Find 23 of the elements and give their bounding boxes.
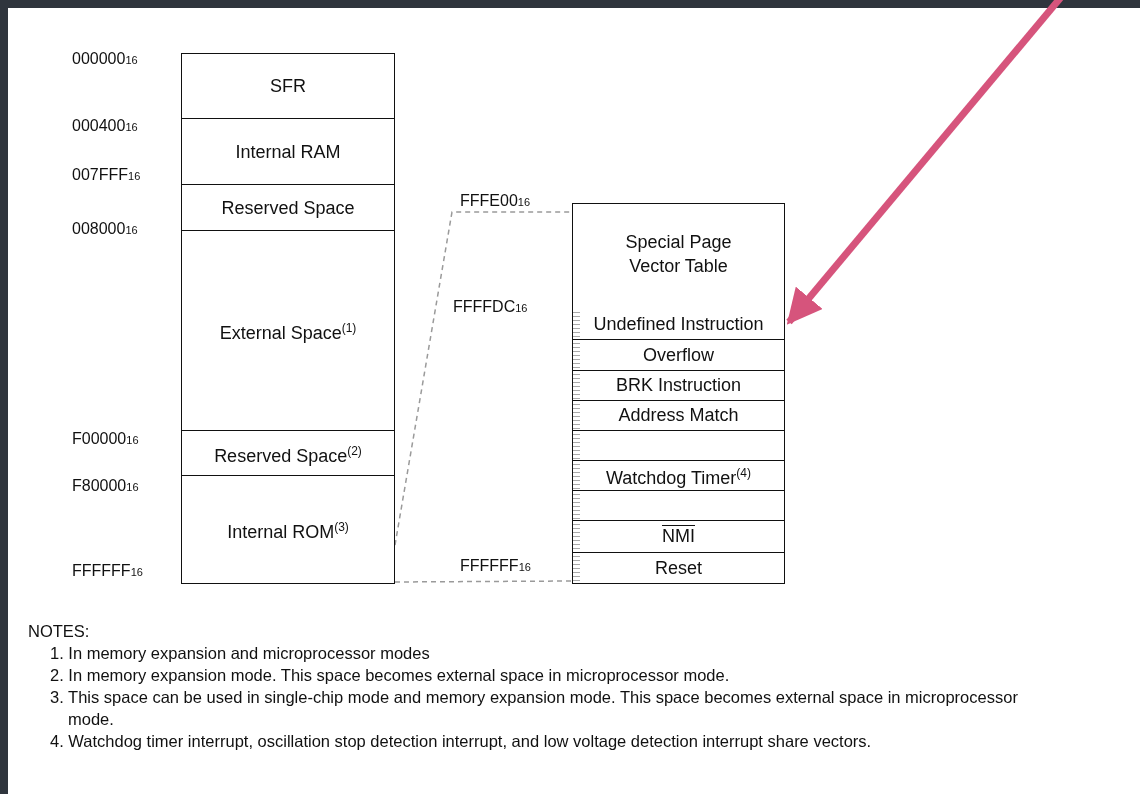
memory-region: External Space$^{(1)}$ <box>181 230 395 431</box>
note-text: 3. This space can be used in single-chip mode and memory expansion mode. This space becomes external space in microprocessor mode. <box>50 687 1019 730</box>
memory-region: Reserved Space <box>181 184 395 231</box>
memory-region: Special Page Vector Table <box>572 203 785 310</box>
memory-region: Internal ROM$^{(3)}$ <box>181 475 395 584</box>
zoom-line <box>394 580 573 583</box>
memory-region: Overflow <box>572 339 785 371</box>
memory-region <box>572 490 785 521</box>
memory-region: Watchdog Timer$^{(4)}$ <box>572 460 785 491</box>
notes-heading: NOTES: <box>28 621 91 642</box>
memory-region: SFR <box>181 53 395 119</box>
memory-region: Reset <box>572 552 785 584</box>
note-text: 1. In memory expansion and microprocessor modes <box>50 643 431 664</box>
memory-region: Reserved Space$^{(2)}$ <box>181 430 395 476</box>
memory-region: NMI <box>572 520 785 553</box>
note-text: 4. Watchdog timer interrupt, oscillation stop detection interrupt, and low voltage detection interrupt share vectors. <box>50 731 873 752</box>
arrow <box>786 0 1065 325</box>
memory-region: Undefined Instruction <box>572 309 785 340</box>
note-text: 2. In memory expansion mode. This space becomes external space in microprocessor mode. <box>50 665 731 686</box>
memory-region: Internal RAM <box>181 118 395 185</box>
memory-region <box>572 430 785 461</box>
memory-region: BRK Instruction <box>572 370 785 401</box>
memory-region: Address Match <box>572 400 785 431</box>
